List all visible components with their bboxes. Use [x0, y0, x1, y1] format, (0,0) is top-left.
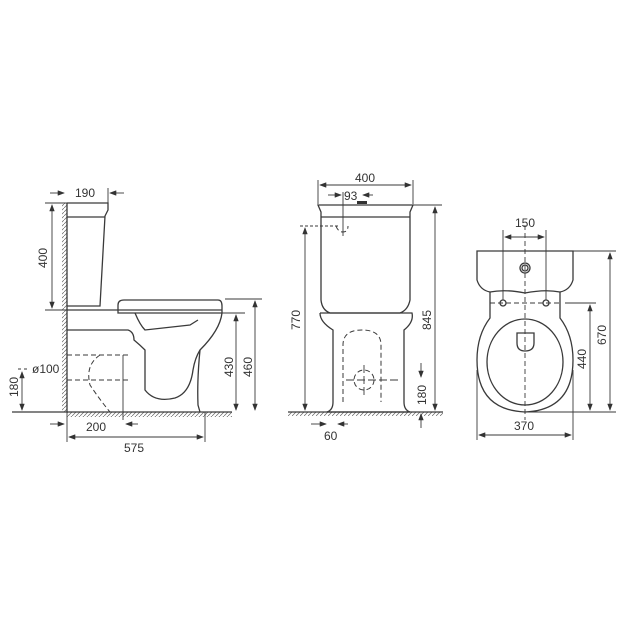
dim-93: 93 — [344, 189, 358, 203]
dim-430: 430 — [222, 357, 236, 377]
tank-front — [317, 204, 414, 314]
wall-hatch — [62, 203, 67, 412]
dim-575: 575 — [124, 441, 144, 455]
side-view: 190 400 180 ø100 200 575 430 460 — [7, 186, 262, 455]
dim-845: 845 — [420, 310, 434, 330]
dim-670: 670 — [595, 325, 609, 345]
dim-180: 180 — [7, 377, 21, 397]
dim-diameter-100: ø100 — [32, 362, 60, 376]
floor-hatch — [288, 412, 443, 416]
dim-190: 190 — [75, 186, 95, 200]
base-front — [319, 312, 413, 413]
tank-side — [67, 202, 109, 307]
dim-460: 460 — [241, 357, 255, 377]
dim-180: 180 — [415, 385, 429, 405]
front-view: 400 93 770 845 180 60 — [288, 171, 443, 443]
dim-400: 400 — [36, 248, 50, 268]
dim-770: 770 — [289, 310, 303, 330]
dim-150: 150 — [515, 216, 535, 230]
seat-side — [67, 299, 223, 314]
dim-60: 60 — [324, 429, 338, 443]
dim-440: 440 — [575, 349, 589, 369]
top-view: 150 670 440 370 — [476, 216, 616, 440]
dim-200: 200 — [86, 420, 106, 434]
dim-370: 370 — [514, 419, 534, 433]
floor-hatch — [67, 412, 232, 417]
bowl-side — [67, 312, 223, 401]
dim-400: 400 — [355, 171, 375, 185]
